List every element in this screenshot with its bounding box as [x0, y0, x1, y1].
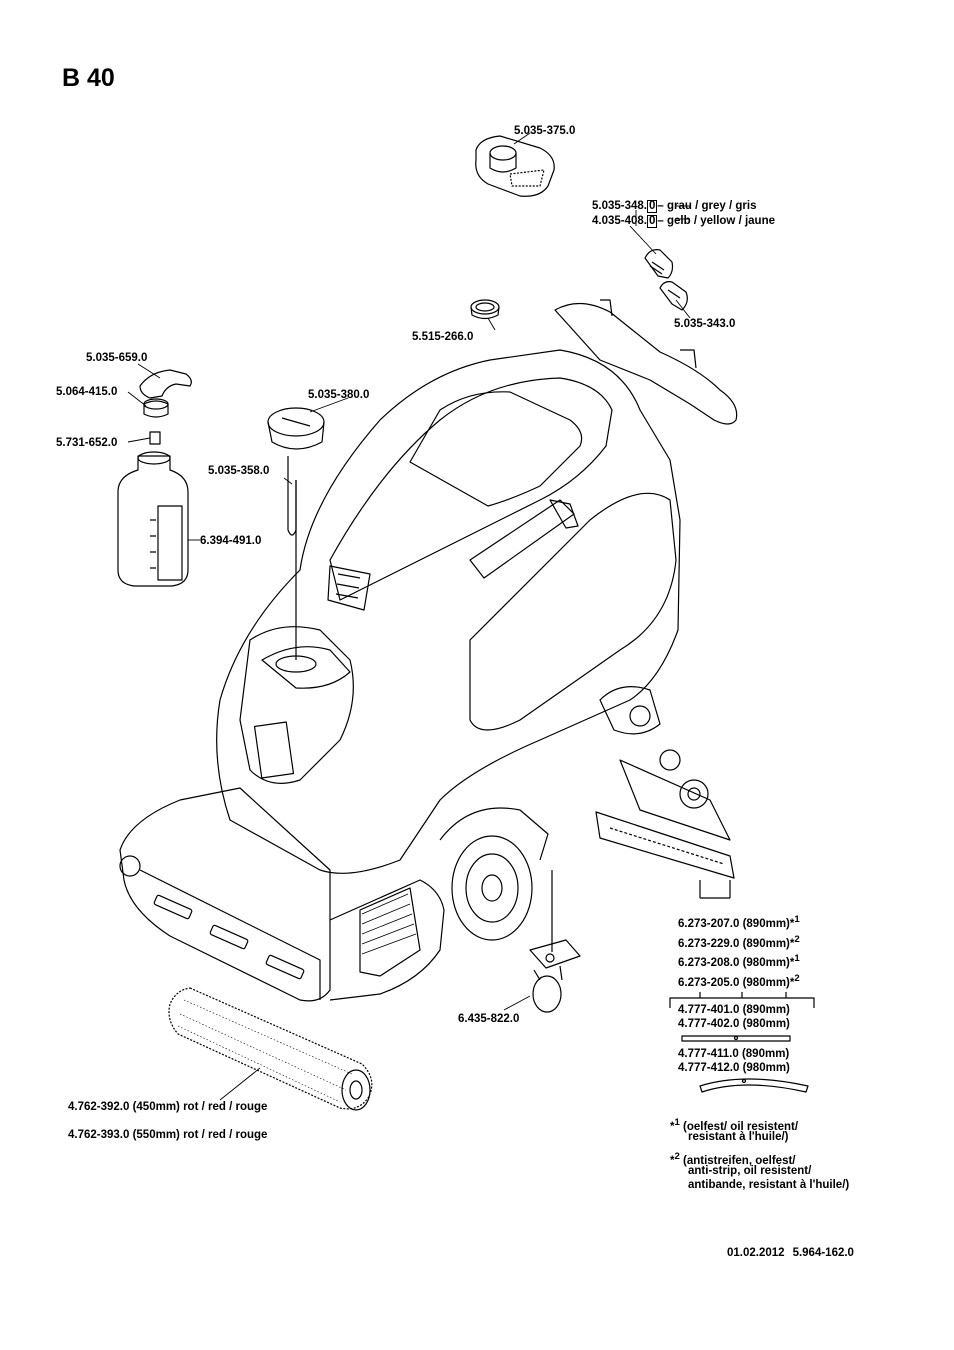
handle-grip-part [644, 249, 674, 279]
page-title: B 40 [62, 64, 115, 92]
note-2-line-2: anti-strip, oil resistent/ [688, 1165, 812, 1177]
note-2-line-1: (antistreifen, oelfest/ [683, 1154, 796, 1167]
label-bottle: 6.394-491.0 [200, 535, 262, 547]
leader-lines [127, 132, 691, 1101]
note-2: *2 (antistreifen, oelfest/ [670, 1150, 795, 1168]
bottle-cap-part [143, 398, 169, 418]
blade-bracket [669, 992, 815, 1008]
note-2-line-3: antibande, resistant à l'huile/) [688, 1179, 850, 1191]
handle-grey-variant: 0 [647, 200, 658, 213]
label-blade-3: 6.273-208.0 (980mm)*1 [678, 952, 800, 970]
cap-handle-part [139, 369, 192, 399]
blade-4-text: 6.273-205.0 (980mm) [678, 976, 790, 989]
label-handle-grey: 5.035-348.0– grau / grey / gris [592, 200, 757, 213]
blade-4-mark: * [789, 976, 795, 989]
blade-2-sup: 2 [794, 934, 800, 945]
blade-3-text: 6.273-208.0 (980mm) [678, 956, 790, 969]
label-filter: 5.515-266.0 [412, 331, 474, 343]
blade-2-mark: * [789, 937, 795, 950]
label-blade-1: 6.273-207.0 (890mm)*1 [678, 913, 800, 931]
blade-4-sup: 2 [794, 973, 800, 984]
note-1-line-1: (oelfest/ oil resistent/ [683, 1120, 799, 1133]
footer: 01.02.2012 5.964-162.0 [727, 1247, 862, 1259]
label-blade-2: 6.273-229.0 (890mm)*2 [678, 933, 800, 951]
handle-yellow-variant: 0 [647, 215, 658, 228]
label-frame-1: 4.777-401.0 (890mm) [678, 1004, 790, 1016]
blade-3-sup: 1 [794, 953, 800, 964]
label-cap: 5.064-415.0 [56, 386, 118, 398]
label-frame-curved-2: 4.777-412.0 (980mm) [678, 1062, 790, 1074]
lid-part [267, 407, 325, 450]
drive-wheel [439, 807, 549, 941]
curved-frame-icon [699, 1078, 809, 1093]
note-1-line-2: resistant à l'huile/) [688, 1131, 789, 1143]
blade-3-mark: * [789, 956, 795, 969]
note-1: *1 (oelfest/ oil resistent/ [670, 1116, 798, 1134]
label-brush-550: 4.762-393.0 (550mm) rot / red / rouge [68, 1129, 268, 1141]
blade-1-text: 6.273-207.0 (890mm) [678, 917, 790, 930]
handle-yellow-desc: gelb / yellow / jaune [667, 215, 775, 227]
blade-1-mark: * [789, 917, 795, 930]
squeegee-assembly [595, 686, 735, 899]
castor-part [529, 870, 581, 1013]
handle-grey-number: 5.035-348. [592, 200, 647, 212]
roller-brush-part [168, 987, 373, 1111]
handle-grey-desc: grau / grey / gris [667, 200, 757, 212]
note-1-sup: 1 [674, 1117, 680, 1128]
filter-part [470, 299, 500, 320]
note-2-sup: 2 [674, 1151, 680, 1162]
label-nozzle: 5.731-652.0 [56, 437, 118, 449]
brush-deck [119, 787, 445, 1002]
lever-part [659, 281, 688, 311]
label-castor: 6.435-822.0 [458, 1013, 520, 1025]
straight-frame-icon [681, 1035, 791, 1042]
label-lid: 5.035-380.0 [308, 389, 370, 401]
label-tube: 5.035-358.0 [208, 465, 270, 477]
tray-part [475, 135, 555, 197]
machine-body [216, 299, 738, 874]
bottle-part [117, 451, 189, 587]
footer-date: 01.02.2012 [727, 1247, 785, 1259]
nozzle-part [149, 431, 161, 445]
label-cap-handle: 5.035-659.0 [86, 352, 148, 364]
blade-1-sup: 1 [794, 914, 800, 925]
label-tray: 5.035-375.0 [514, 125, 576, 137]
tube-part [287, 456, 297, 660]
blade-2-text: 6.273-229.0 (890mm) [678, 937, 790, 950]
label-blade-4: 6.273-205.0 (980mm)*2 [678, 972, 800, 990]
footer-doc-number: 5.964-162.0 [792, 1247, 854, 1259]
label-frame-2: 4.777-402.0 (980mm) [678, 1018, 790, 1030]
note-1-mark: * [670, 1120, 675, 1133]
label-handle-yellow: 4.035-408.0– gelb / yellow / jaune [592, 215, 775, 228]
handle-yellow-number: 4.035-408. [592, 215, 647, 227]
label-frame-curved-1: 4.777-411.0 (890mm) [678, 1048, 790, 1060]
note-2-mark: * [670, 1154, 675, 1167]
label-brush-450: 4.762-392.0 (450mm) rot / red / rouge [68, 1101, 268, 1113]
label-lever: 5.035-343.0 [674, 318, 736, 330]
